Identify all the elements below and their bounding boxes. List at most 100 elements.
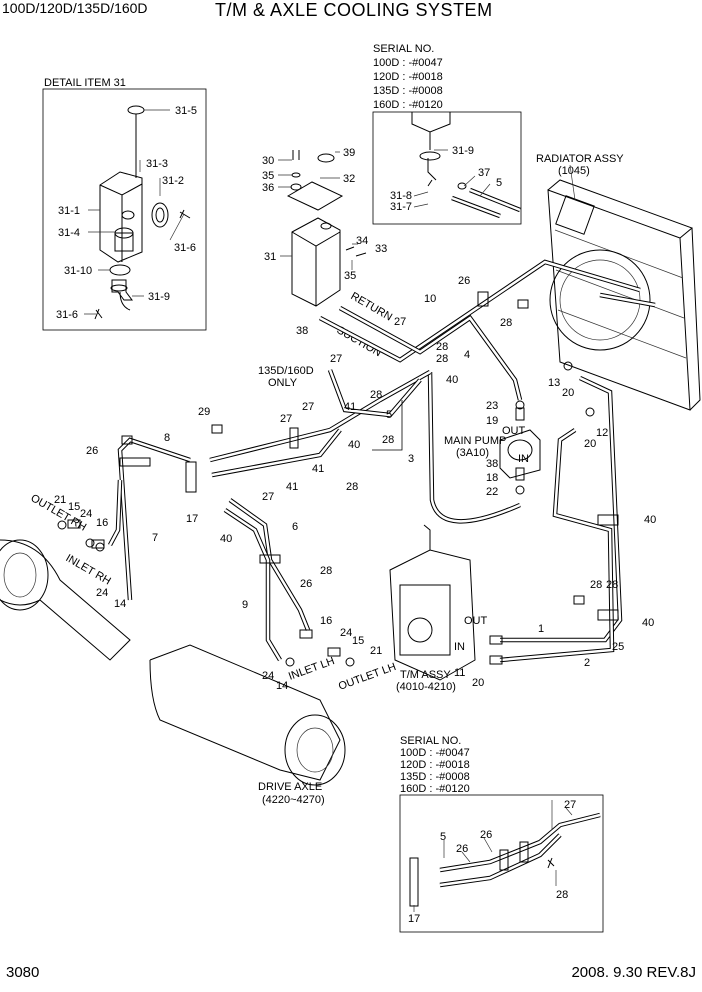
- elbow-fitting-part: [111, 279, 133, 311]
- only-caption: 135D/160D: [258, 365, 314, 377]
- main-pump: MAIN PUMP (3A10) OUT IN: [444, 425, 541, 479]
- tm-caption: T/M ASSY: [400, 669, 451, 681]
- part-label: 40: [348, 439, 360, 451]
- tm-out-label: OUT: [464, 615, 488, 627]
- part-label: 24: [340, 627, 352, 639]
- part-label: 30: [262, 155, 274, 167]
- main-pump-ref: (3A10): [456, 447, 489, 459]
- serial-line: 135D : -#0008: [373, 85, 443, 97]
- part-label: 28: [436, 341, 448, 353]
- part-label: 9: [242, 599, 248, 611]
- part-label: 28: [346, 481, 358, 493]
- serial-top-label: 37: [478, 167, 490, 179]
- pump-out-label: OUT: [502, 425, 526, 437]
- tank-part: [291, 217, 341, 307]
- svg-text:INLET RH: INLET RH: [64, 552, 113, 587]
- part-label: 28: [320, 565, 332, 577]
- serial-line: 100D : -#0047: [373, 57, 443, 69]
- part-label: 31: [264, 251, 276, 263]
- part-label: 27: [280, 413, 292, 425]
- detail-label: 31-10: [64, 265, 92, 277]
- part-label: 13: [548, 377, 560, 389]
- part-labels: 10 26 27 28 28 4 28 40 13 20 27 41 28 5 …: [54, 275, 656, 692]
- detail-label: 31-1: [58, 205, 80, 217]
- part-label: 28: [500, 317, 512, 329]
- part-label: 41: [312, 463, 324, 475]
- part-label: 40: [644, 514, 656, 526]
- part-label: 33: [375, 243, 387, 255]
- detail-label: 31-3: [146, 158, 168, 170]
- transmission-assembly: OUT IN T/M ASSY (4010-4210): [389, 524, 488, 693]
- serial-bottom-label: 17: [408, 913, 420, 925]
- part-label: 24: [80, 508, 92, 520]
- part-label: 27: [262, 491, 274, 503]
- hose-network: [108, 259, 641, 663]
- part-label: 22: [486, 486, 498, 498]
- part-label: 2: [584, 657, 590, 669]
- part-label: 21: [54, 494, 66, 506]
- radiator-caption: RADIATOR ASSY: [536, 153, 624, 165]
- serial-bottom-label: 26: [456, 843, 468, 855]
- part-label: 23: [486, 400, 498, 412]
- part-label: 38: [296, 325, 308, 337]
- tm-ref: (4010-4210): [396, 681, 456, 693]
- part-label: 39: [343, 147, 355, 159]
- part-label: 25: [612, 641, 624, 653]
- part-label: 10: [424, 293, 436, 305]
- part-label: 40: [220, 533, 232, 545]
- clamp-group: [119, 291, 619, 621]
- part-label: 20: [584, 438, 596, 450]
- detail-label: 31-2: [162, 175, 184, 187]
- part-label: 14: [276, 680, 288, 692]
- part-label: 20: [472, 677, 484, 689]
- cap-part: [127, 105, 145, 115]
- bolt-part: [179, 209, 191, 219]
- serial-bottom-label: 28: [556, 889, 568, 901]
- part-label: 40: [446, 374, 458, 386]
- part-label: 24: [262, 670, 274, 682]
- detail-label: 31-5: [175, 105, 197, 117]
- only-caption-2: ONLY: [268, 377, 298, 389]
- serial-line: 120D : -#0018: [373, 71, 443, 83]
- model-list: 100D/120D/135D/160D: [2, 0, 148, 16]
- serial-panel-bottom-frame: [399, 794, 604, 933]
- left-axle: OUTLET RH INLET RH: [0, 492, 131, 661]
- drive-axle-caption: DRIVE AXLE: [258, 781, 322, 793]
- detail-label: 31-4: [58, 227, 80, 239]
- part-label: 29: [198, 406, 210, 418]
- radiator-ref: (1045): [558, 165, 590, 177]
- part-label: 5: [386, 409, 392, 421]
- o-ring-part: [109, 264, 131, 276]
- part-label: 27: [302, 401, 314, 413]
- part-label: 28: [436, 353, 448, 365]
- serial-top-label: 31-8: [390, 190, 412, 202]
- serial-line: 100D : -#0047: [400, 747, 470, 759]
- part-label: 3: [408, 453, 414, 465]
- serial-top-label: 31-9: [452, 145, 474, 157]
- part-label: 26: [86, 445, 98, 457]
- part-label: 28: [382, 434, 394, 446]
- serial-panel-top-frame: [372, 111, 522, 225]
- part-label: 17: [186, 513, 198, 525]
- part-label: 21: [370, 645, 382, 657]
- cap-part: [317, 153, 335, 163]
- serial-bottom-label: 5: [440, 831, 446, 843]
- part-label: 28: [370, 389, 382, 401]
- cover-plate-part: [286, 181, 344, 211]
- serial-line: 160D : -#0120: [373, 99, 443, 111]
- detail-item-31-title: DETAIL ITEM 31: [44, 77, 126, 89]
- svg-text:OUTLET LH: OUTLET LH: [337, 661, 398, 693]
- part-label: 26: [458, 275, 470, 287]
- part-label: 28: [590, 579, 602, 591]
- serial-line: 135D : -#0008: [400, 771, 470, 783]
- revision-date: 2008. 9.30 REV.8J: [571, 964, 696, 981]
- part-label: 19: [486, 415, 498, 427]
- part-label: 18: [486, 472, 498, 484]
- serial-line: 160D : -#0120: [400, 783, 470, 795]
- part-label: 28: [606, 579, 618, 591]
- part-label: 35: [262, 170, 274, 182]
- serial-line: 120D : -#0018: [400, 759, 470, 771]
- part-label: 24: [96, 587, 108, 599]
- part-label: 27: [330, 353, 342, 365]
